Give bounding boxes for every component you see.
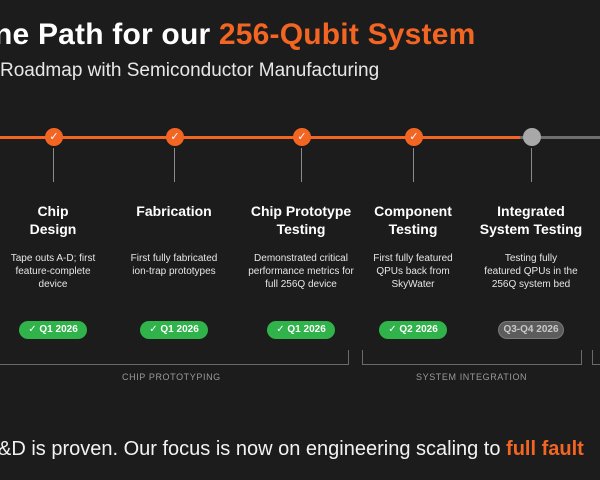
- page-subtitle: Roadmap with Semiconductor Manufacturing: [0, 60, 380, 81]
- milestone-title: Integrated System Testing: [479, 203, 583, 237]
- milestone-connector: [174, 148, 175, 182]
- footer-main: &D is proven. Our focus is now on engine…: [0, 438, 507, 460]
- section-label-system-integration: SYSTEM INTEGRATION: [416, 372, 528, 382]
- milestone-connector: [531, 148, 532, 182]
- status-badge: ✓ Q2 2026: [379, 321, 447, 339]
- page-title-accent: 256-Qubit System: [218, 18, 476, 51]
- timeline-remaining-line: [520, 136, 600, 139]
- checkmark-icon: ✓: [166, 128, 184, 146]
- milestone-description: First fully featured QPUs back from SkyW…: [373, 253, 453, 290]
- pending-node-icon: [523, 128, 541, 146]
- milestone-title: Fabrication: [136, 203, 212, 219]
- section-label-chip-prototyping: CHIP PROTOTYPING: [122, 372, 221, 382]
- milestone-description: First fully fabricated ion-trap prototyp…: [130, 253, 218, 277]
- section-bracket-system-integration: [362, 350, 582, 365]
- section-bracket-next: [592, 350, 600, 365]
- milestone-connector: [53, 148, 54, 182]
- milestone-title: Component Testing: [374, 203, 452, 237]
- checkmark-icon: ✓: [45, 128, 63, 146]
- milestone-description: Demonstrated critical performance metric…: [248, 253, 354, 290]
- page-title: ne Path for our 256-Qubit System: [0, 18, 476, 52]
- milestone-connector: [413, 148, 414, 182]
- page-title-main: ne Path for our: [0, 18, 219, 51]
- footer-statement: &D is proven. Our focus is now on engine…: [0, 438, 584, 461]
- milestone-title: Chip Prototype Testing: [250, 203, 352, 237]
- status-badge: ✓ Q1 2026: [267, 321, 335, 339]
- milestone-title: Chip Design: [29, 203, 77, 237]
- checkmark-icon: ✓: [405, 128, 423, 146]
- footer-accent: full fault: [506, 438, 584, 460]
- milestone-connector: [301, 148, 302, 182]
- checkmark-icon: ✓: [293, 128, 311, 146]
- status-badge: ✓ Q1 2026: [19, 321, 87, 339]
- status-badge: ✓ Q1 2026: [140, 321, 208, 339]
- timeline-progress-line: [0, 136, 520, 139]
- milestone-description: Tape outs A-D; first feature-complete de…: [10, 253, 96, 290]
- status-badge: Q3-Q4 2026: [498, 321, 564, 339]
- milestone-description: Testing fully featured QPUs in the 256Q …: [484, 253, 578, 290]
- section-bracket-chip-prototyping: [0, 350, 349, 365]
